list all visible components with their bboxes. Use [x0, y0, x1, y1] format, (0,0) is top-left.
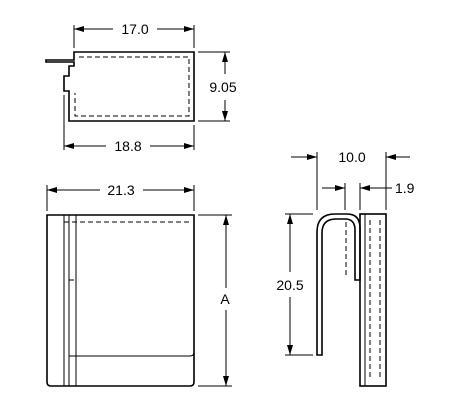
dim-top-outer-width: 18.8: [114, 138, 141, 154]
front-view-hidden: [63, 221, 189, 281]
top-view-outline: [45, 51, 195, 122]
dim-top-width: 17.0: [121, 21, 148, 37]
dim-front-width: 21.3: [107, 182, 134, 198]
front-view-outline: [46, 214, 195, 387]
side-view: 10.0 1.9 20.5: [276, 149, 415, 387]
dim-front-height: A: [220, 291, 230, 307]
side-view-plate: [359, 213, 387, 387]
dim-top-height: 9.05: [209, 79, 236, 95]
top-view-hidden-inner: [74, 56, 190, 117]
dim-side-height: 20.5: [276, 277, 303, 293]
top-view: 17.0 9.05 18.8: [45, 21, 237, 154]
front-view-clip: [68, 215, 195, 357]
dim-side-depth: 10.0: [338, 149, 365, 165]
front-view: 21.3 A: [46, 182, 232, 387]
side-view-hook: [316, 213, 361, 356]
dim-side-thickness: 1.9: [395, 180, 415, 196]
